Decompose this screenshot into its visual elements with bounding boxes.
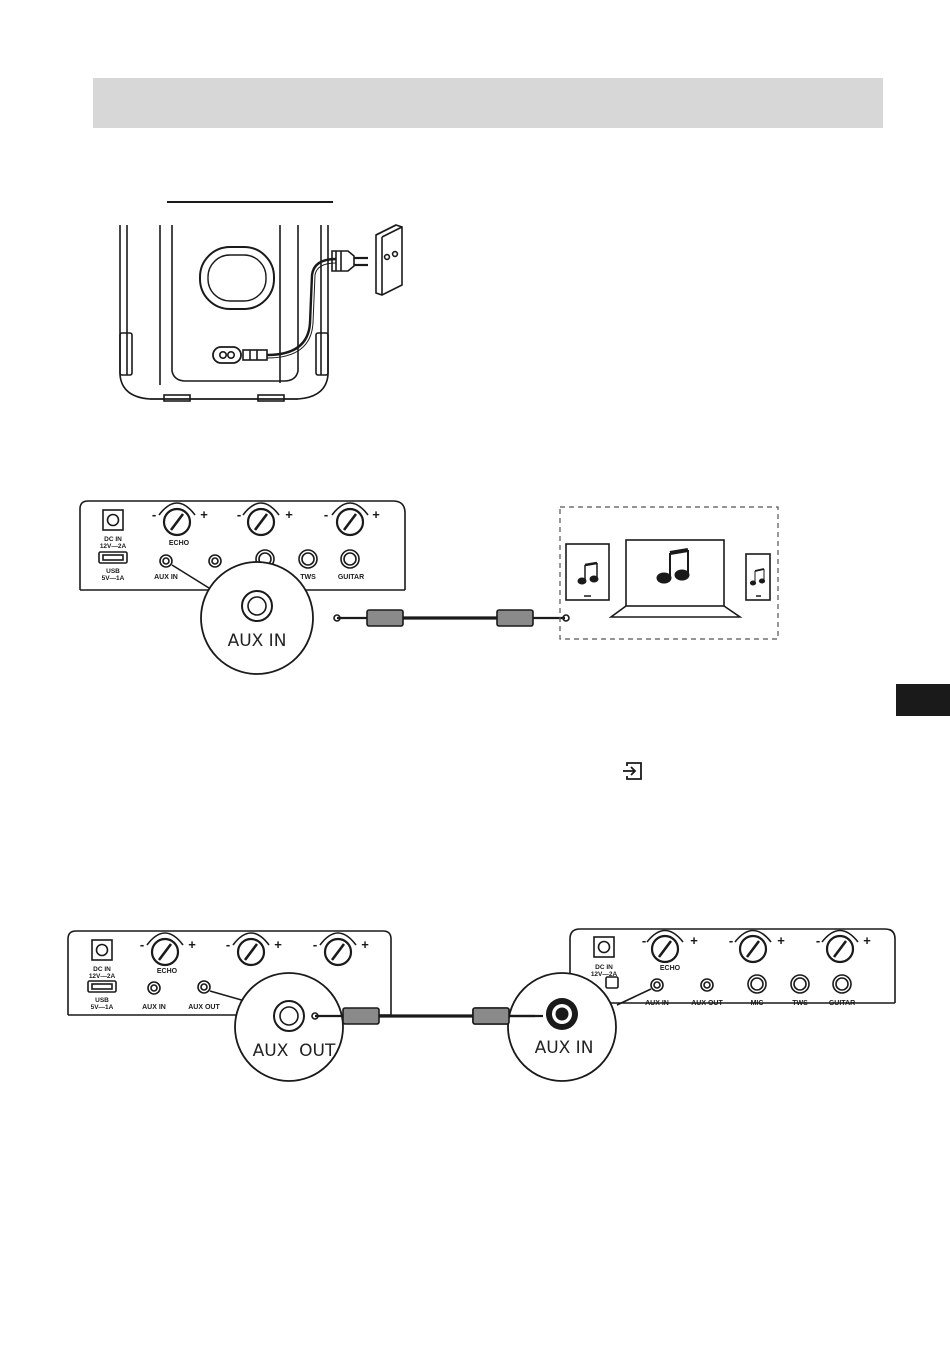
label-echo: ECHO bbox=[157, 968, 178, 975]
knob-guitar bbox=[332, 503, 368, 535]
minus-label: - bbox=[226, 937, 230, 952]
label-tws: TWS bbox=[792, 1000, 808, 1007]
minus-label: - bbox=[313, 937, 317, 952]
label-dc-in: DC IN bbox=[595, 964, 613, 971]
plus-label: + bbox=[372, 507, 380, 522]
music-note-icon bbox=[578, 563, 598, 584]
label-dc-in: DC IN bbox=[104, 536, 122, 543]
label-mic: MIC bbox=[751, 1000, 764, 1007]
minus-label: - bbox=[152, 507, 156, 522]
power-connection-figure bbox=[100, 215, 430, 405]
label-aux-out: AUX OUT bbox=[691, 1000, 723, 1007]
minus-label: - bbox=[140, 937, 144, 952]
label-usb-rating: 5V—1A bbox=[91, 1004, 114, 1011]
label-tws: TWS bbox=[300, 574, 316, 581]
music-note-icon bbox=[657, 550, 689, 583]
minus-label: - bbox=[324, 507, 328, 522]
label-aux-in: AUX IN bbox=[645, 1000, 669, 1007]
plus-label: + bbox=[777, 933, 785, 948]
plus-label: + bbox=[361, 937, 369, 952]
label-guitar: GUITAR bbox=[338, 574, 364, 581]
label-dc-rating: 12V—2A bbox=[89, 973, 116, 980]
minus-label: - bbox=[237, 507, 241, 522]
plus-label: + bbox=[188, 937, 196, 952]
plus-label: + bbox=[863, 933, 871, 948]
aux-out-to-aux-in-figure: DC IN 12V—2A USB 5V—1A ECHO - + - + - + … bbox=[65, 925, 900, 1085]
title-underline bbox=[167, 201, 333, 203]
callout-aux-out: AUX OUT bbox=[253, 1041, 336, 1061]
minus-label: - bbox=[729, 933, 733, 948]
label-guitar: GUITAR bbox=[829, 1000, 855, 1007]
label-aux-in: AUX IN bbox=[154, 574, 178, 581]
label-usb: USB bbox=[106, 568, 120, 575]
label-echo: ECHO bbox=[169, 540, 190, 547]
knob-echo bbox=[159, 503, 195, 535]
plus-label: + bbox=[285, 507, 293, 522]
plus-label: + bbox=[274, 937, 282, 952]
music-note-icon bbox=[750, 569, 764, 585]
label-usb-rating: 5V—1A bbox=[102, 575, 125, 582]
callout-aux-in: AUX IN bbox=[535, 1038, 594, 1058]
label-echo: ECHO bbox=[660, 965, 681, 972]
plus-label: + bbox=[200, 507, 208, 522]
label-dc-rating: 12V—2A bbox=[591, 971, 618, 978]
label-dc-rating: 12V—2A bbox=[100, 543, 127, 550]
aux-in-figure: DC IN 12V—2A USB 5V—1A ECHO - + - + - + … bbox=[75, 495, 785, 680]
side-tab bbox=[896, 684, 950, 716]
callout-aux-in: AUX IN bbox=[228, 631, 287, 651]
knob-mic bbox=[243, 503, 279, 535]
label-aux-out: AUX OUT bbox=[188, 1004, 220, 1011]
header-bar bbox=[93, 78, 883, 128]
minus-label: - bbox=[642, 933, 646, 948]
plus-label: + bbox=[690, 933, 698, 948]
label-aux-in: AUX IN bbox=[142, 1004, 166, 1011]
minus-label: - bbox=[816, 933, 820, 948]
label-usb: USB bbox=[95, 997, 109, 1004]
label-dc-in: DC IN bbox=[93, 966, 111, 973]
input-source-icon bbox=[622, 760, 644, 782]
